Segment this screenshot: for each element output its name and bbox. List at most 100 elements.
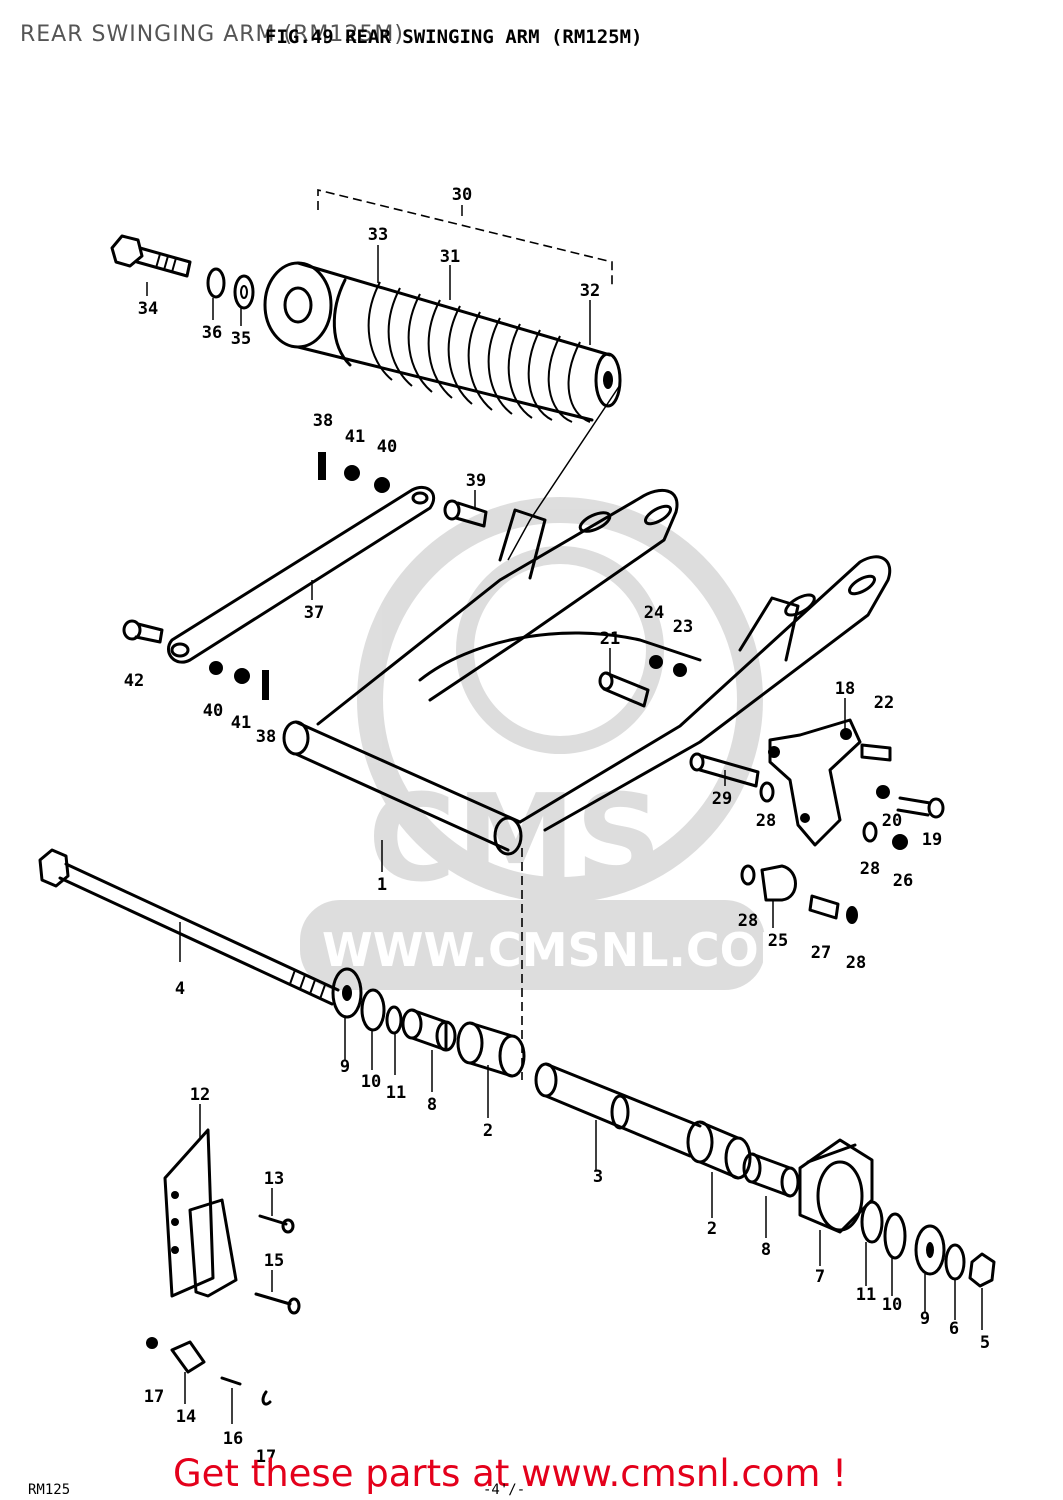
washer-9-left[interactable]	[331, 967, 363, 1019]
callout-9-right: 9	[920, 1309, 930, 1329]
nut-5[interactable]	[968, 1252, 996, 1288]
bolt-39[interactable]	[443, 499, 488, 528]
callout-28-a: 28	[756, 811, 776, 831]
callout-31: 31	[440, 247, 460, 267]
callout-20: 20	[882, 811, 902, 831]
callout-29: 29	[712, 789, 732, 809]
callout-39: 39	[466, 471, 486, 491]
pivot-shaft-3[interactable]	[534, 1062, 702, 1158]
nut-24[interactable]	[649, 655, 663, 669]
callout-14: 14	[176, 1407, 196, 1427]
callout-27: 27	[811, 943, 831, 963]
torque-link-37[interactable]	[167, 485, 436, 664]
pin-21[interactable]	[598, 671, 650, 708]
callout-2-left: 2	[483, 1121, 493, 1141]
washer-28-c[interactable]	[740, 864, 756, 886]
nut-26[interactable]	[892, 834, 908, 850]
shock-bolt-34[interactable]	[110, 234, 192, 278]
swinging-arm-1[interactable]	[282, 489, 892, 856]
nut-41-bottom[interactable]	[234, 668, 250, 684]
washer-23[interactable]	[673, 663, 687, 677]
callout-13: 13	[264, 1169, 284, 1189]
washer-11-left[interactable]	[385, 1005, 403, 1035]
page-code: RM125	[28, 1482, 71, 1498]
bolt-22[interactable]	[860, 743, 892, 762]
callout-8-right: 8	[761, 1240, 771, 1260]
washer-10-left[interactable]	[360, 988, 386, 1032]
callout-4: 4	[175, 979, 185, 999]
figure-title: FIG.49 REAR SWINGING ARM (RM125M)	[265, 26, 643, 48]
callout-41-bottom: 41	[231, 713, 251, 733]
chain-guide-18[interactable]	[768, 718, 862, 847]
callout-35: 35	[231, 329, 251, 349]
clip-17-b[interactable]	[261, 1390, 272, 1406]
callout-19: 19	[922, 830, 942, 850]
shock-group-bracket	[317, 188, 613, 285]
callout-25: 25	[768, 931, 788, 951]
callout-34: 34	[138, 299, 158, 319]
callout-32: 32	[580, 281, 600, 301]
callout-21: 21	[600, 629, 620, 649]
bushing-2-left[interactable]	[456, 1021, 526, 1078]
rear-shock-absorber[interactable]	[263, 261, 622, 423]
chain-guide-plate-12[interactable]	[163, 1128, 238, 1298]
callout-36: 36	[202, 323, 222, 343]
bracket-14[interactable]	[170, 1340, 206, 1374]
callout-30: 30	[452, 185, 472, 205]
buy-parts-link[interactable]: Get these parts at www.cmsnl.com !	[173, 1452, 848, 1495]
callout-28-d: 28	[846, 953, 866, 973]
callout-22: 22	[874, 693, 894, 713]
bearing-8-left[interactable]	[401, 1008, 457, 1052]
washer-20[interactable]	[876, 785, 890, 799]
cotter-38-bottom[interactable]	[262, 670, 269, 700]
washer-40-top[interactable]	[374, 477, 390, 493]
washer-10-right[interactable]	[883, 1212, 907, 1260]
callout-1: 1	[377, 875, 387, 895]
cotter-38-top[interactable]	[318, 452, 326, 480]
bearing-8-right[interactable]	[742, 1152, 800, 1198]
callout-17-a: 17	[144, 1387, 164, 1407]
bushing-2-right[interactable]	[686, 1120, 752, 1180]
callout-9-left: 9	[340, 1057, 350, 1077]
washer-9-right[interactable]	[914, 1224, 946, 1276]
callout-24: 24	[644, 603, 664, 623]
page-number: -4'/-	[483, 1482, 526, 1498]
callout-42: 42	[124, 671, 144, 691]
washer-28-a[interactable]	[862, 821, 878, 843]
washer-6[interactable]	[944, 1243, 966, 1281]
callout-6: 6	[949, 1319, 959, 1339]
callout-10-right: 10	[882, 1295, 902, 1315]
washer-28-d[interactable]	[846, 906, 858, 924]
callout-28-c: 28	[738, 911, 758, 931]
nut-41-top[interactable]	[344, 465, 360, 481]
callout-3: 3	[593, 1167, 603, 1187]
page-title: REAR SWINGING ARM (RM125M)	[20, 22, 404, 47]
chain-adjuster-7[interactable]	[798, 1138, 874, 1234]
bolt-29[interactable]	[689, 752, 760, 788]
washer-40-bottom[interactable]	[209, 661, 223, 675]
callout-11-right: 11	[856, 1285, 876, 1305]
washer-36[interactable]	[206, 267, 226, 299]
washer-28-b[interactable]	[759, 781, 775, 803]
pin-16[interactable]	[220, 1376, 242, 1386]
clip-17-a[interactable]	[146, 1337, 158, 1349]
callout-16: 16	[223, 1429, 243, 1449]
roller-25[interactable]	[760, 864, 797, 902]
callout-8-left: 8	[427, 1095, 437, 1115]
callout-11-left: 11	[386, 1083, 406, 1103]
callout-17-b: 17	[256, 1447, 276, 1467]
washer-11-right[interactable]	[860, 1200, 884, 1244]
bolt-42[interactable]	[122, 619, 164, 644]
spacer-27[interactable]	[808, 894, 840, 920]
watermark-logo: CMS	[368, 770, 662, 909]
watermark-site: WWW.CMSNL.COM	[322, 923, 805, 977]
callout-12: 12	[190, 1085, 210, 1105]
washer-35[interactable]	[233, 274, 255, 310]
screw-13[interactable]	[258, 1214, 295, 1234]
callout-5: 5	[980, 1333, 990, 1353]
pivot-bolt-4[interactable]	[38, 848, 340, 1006]
bolt-19[interactable]	[896, 796, 945, 819]
callout-38-top: 38	[313, 411, 333, 431]
screw-15[interactable]	[254, 1292, 301, 1315]
